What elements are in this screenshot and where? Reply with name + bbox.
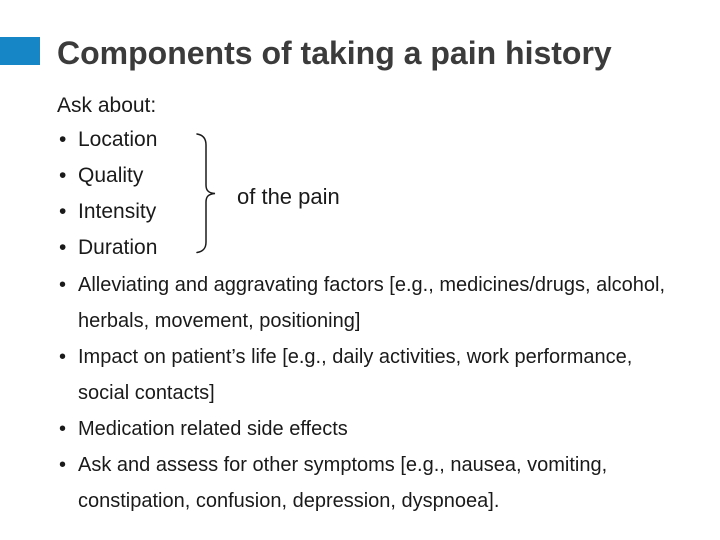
- bullet-icon: •: [59, 200, 67, 223]
- bullet-line: • Medication related side effects: [59, 417, 348, 441]
- pain-aspect-label: Duration: [78, 236, 158, 259]
- bullet-icon: •: [59, 274, 67, 296]
- pain-aspect-label: Intensity: [78, 200, 157, 223]
- bullet-icon: •: [59, 128, 67, 151]
- pain-aspect-item: • Quality: [59, 164, 143, 188]
- right-curly-brace-icon: [196, 133, 216, 254]
- bullet-line-continuation: constipation, confusion, depression, dys…: [78, 490, 500, 512]
- title-accent-bar: [0, 37, 40, 65]
- bullet-line: • Alleviating and aggravating factors [e.…: [59, 273, 665, 297]
- pain-aspect-item: • Duration: [59, 236, 157, 260]
- pain-aspect-label: Location: [78, 128, 158, 151]
- bullet-icon: •: [59, 454, 67, 476]
- bullet-text: Medication related side effects: [78, 418, 348, 440]
- bullet-text: Alleviating and aggravating factors [e.g…: [78, 274, 666, 296]
- bullet-text: Impact on patient’s life [e.g., daily ac…: [78, 346, 633, 368]
- bullet-line: • Ask and assess for other symptoms [e.g.…: [59, 453, 607, 477]
- bullet-text: Ask and assess for other symptoms [e.g.,…: [78, 454, 608, 476]
- bullet-line-continuation: herbals, movement, positioning]: [78, 310, 361, 332]
- bullet-line-continuation: social contacts]: [78, 382, 215, 404]
- bullet-icon: •: [59, 236, 67, 259]
- brace-label: of the pain: [237, 184, 340, 209]
- intro-text: Ask about:: [57, 94, 157, 117]
- pain-aspect-label: Quality: [78, 164, 144, 187]
- pain-aspect-item: • Location: [59, 128, 157, 152]
- bullet-icon: •: [59, 164, 67, 187]
- bullet-line: • Impact on patient’s life [e.g., daily a…: [59, 345, 632, 369]
- bullet-icon: •: [59, 418, 67, 440]
- pain-aspect-item: • Intensity: [59, 200, 156, 224]
- slide-title: Components of taking a pain history: [57, 35, 612, 71]
- bullet-icon: •: [59, 346, 67, 368]
